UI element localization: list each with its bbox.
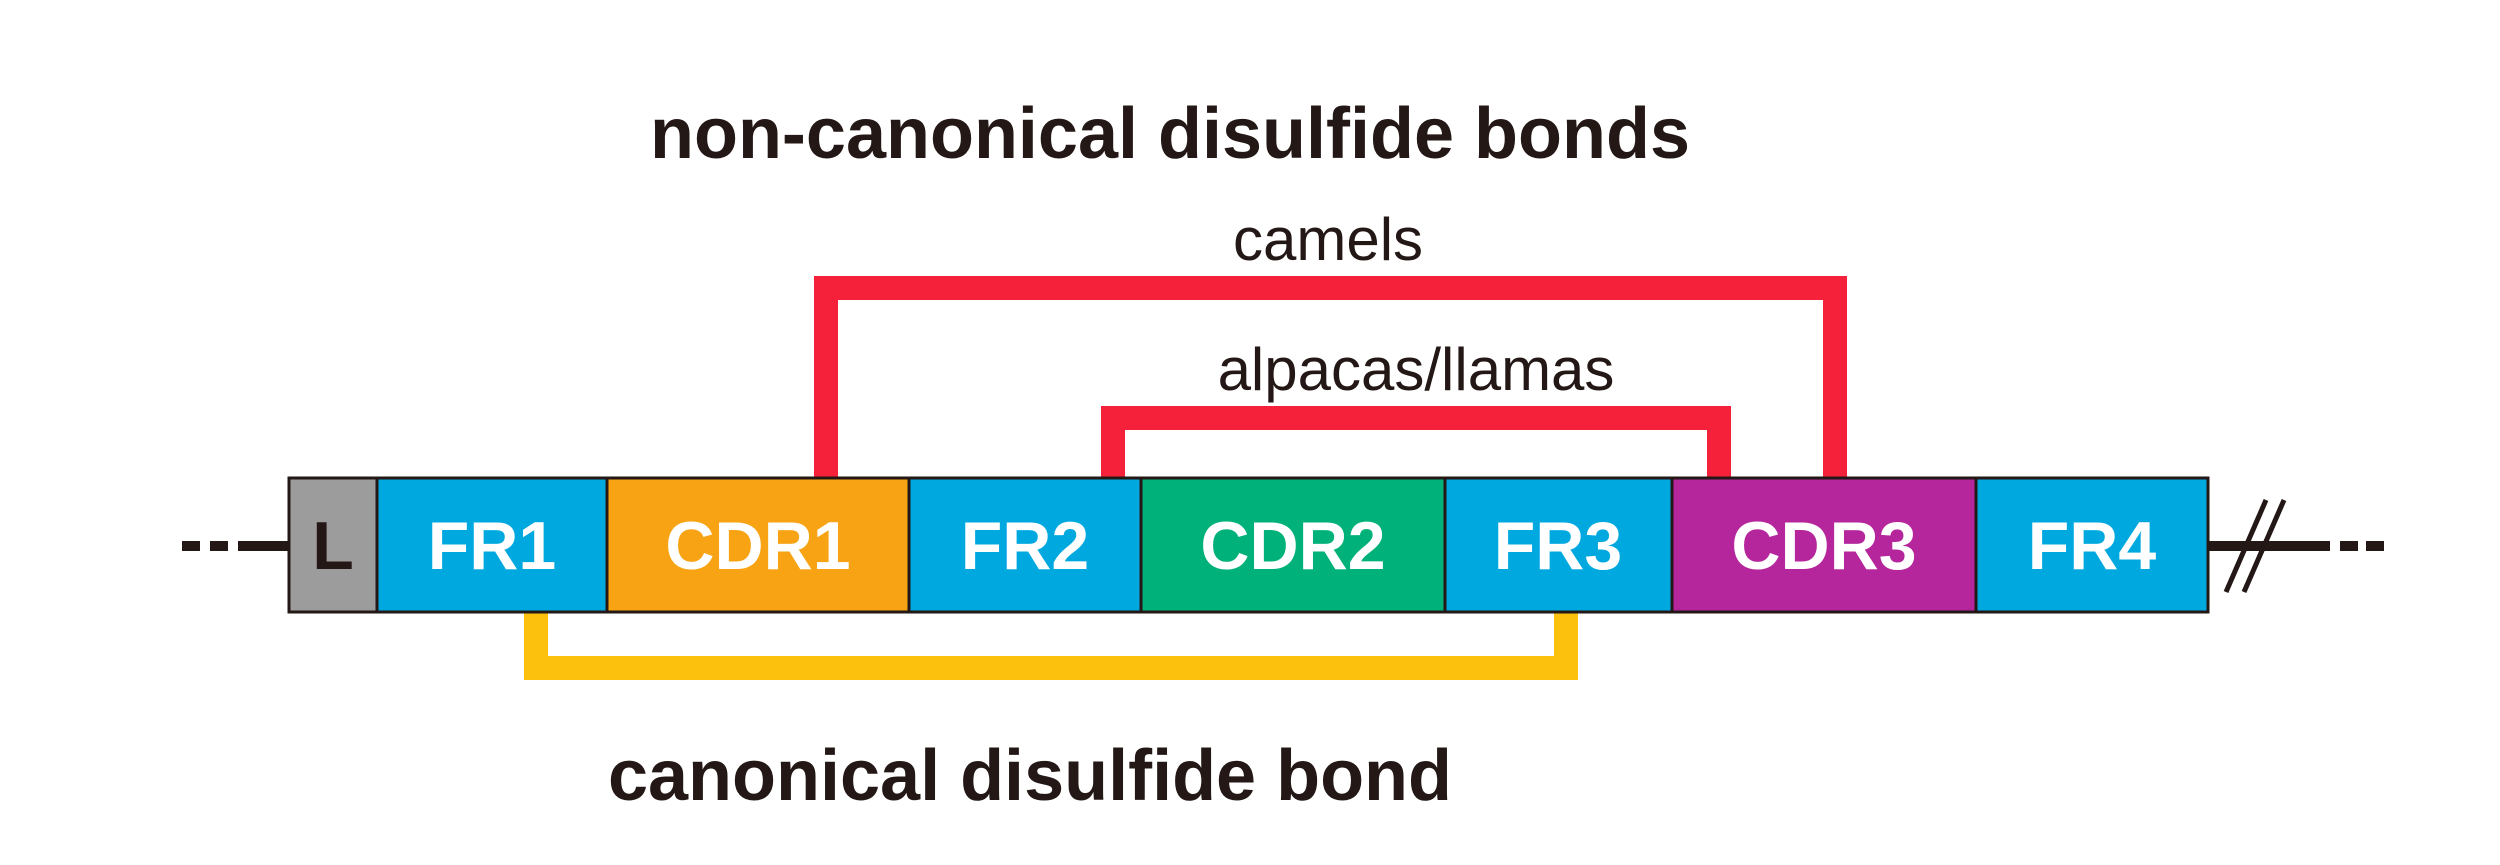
segment-FR4-box: [1974, 476, 2210, 614]
alpacas-llamas-label: alpacas/llamas: [1218, 336, 1615, 403]
chain-right-line: [2208, 541, 2384, 551]
segment-FR4-label: FR4: [2028, 508, 2157, 584]
alpacas-llamas-bond-line: [1101, 406, 1731, 478]
segment-CDR3: CDR3: [1670, 476, 1978, 614]
break-mark-icon: [2223, 499, 2287, 593]
segment-FR2-label: FR2: [961, 508, 1089, 584]
camels-bond-line: [814, 276, 1847, 478]
segment-FR1: FR1: [375, 476, 609, 614]
camels-label: camels: [1233, 206, 1423, 273]
segment-CDR1-box: [605, 476, 911, 614]
segment-CDR1-label: CDR1: [665, 508, 850, 584]
segment-CDR2-label: CDR2: [1200, 508, 1385, 584]
segment-CDR3-box: [1670, 476, 1978, 614]
segment-L: L: [287, 476, 379, 614]
segment-FR3: FR3: [1443, 476, 1674, 614]
segment-L-box: [287, 476, 379, 614]
segment-L-label: L: [312, 508, 354, 584]
segment-CDR3-label: CDR3: [1731, 508, 1916, 584]
segment-FR4: FR4: [1974, 476, 2210, 614]
segment-FR1-label: FR1: [428, 508, 556, 584]
canonical-bond-line: [524, 612, 1578, 680]
segment-FR2: FR2: [907, 476, 1143, 614]
segment-FR1-box: [375, 476, 609, 614]
canonical-title: canonical disulfide bond: [608, 736, 1452, 816]
segment-CDR1: CDR1: [605, 476, 911, 614]
segment-FR3-label: FR3: [1494, 508, 1622, 584]
non-canonical-title: non-canonical disulfide bonds: [650, 94, 1690, 174]
segment-CDR2: CDR2: [1139, 476, 1447, 614]
chain-left-dashes: [182, 541, 288, 551]
